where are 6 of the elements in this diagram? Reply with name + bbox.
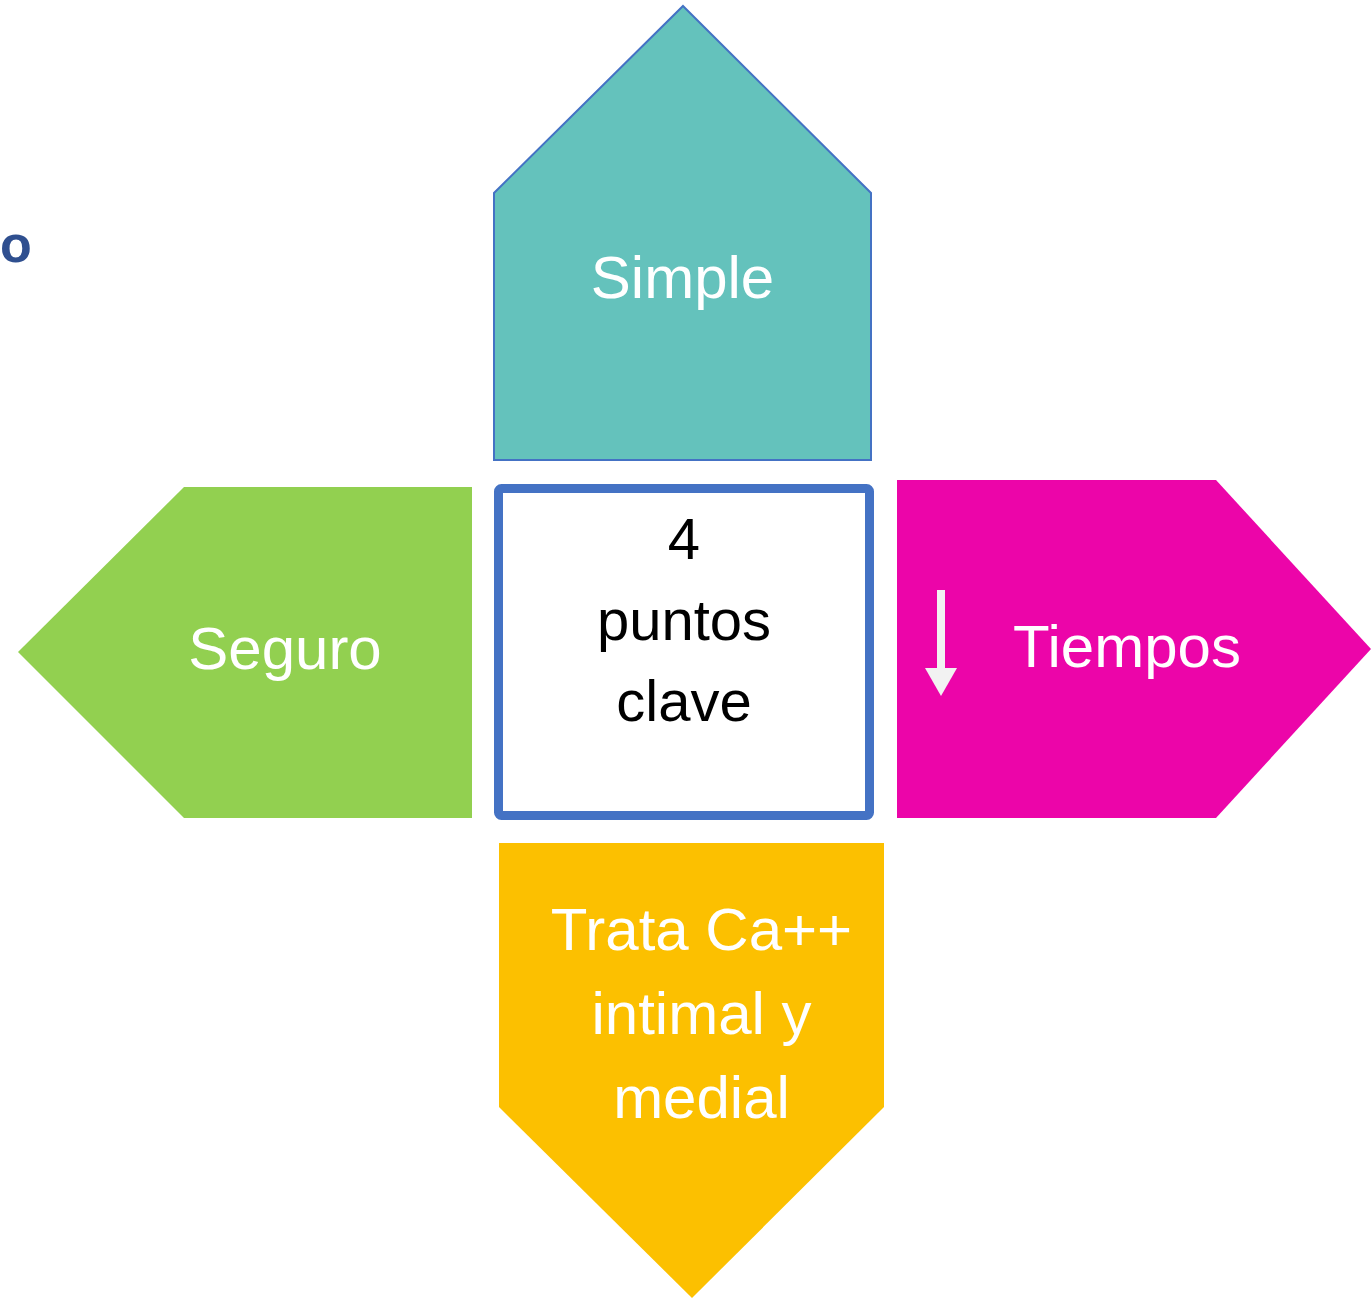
node-label: Trata Ca++ intimal y medial [549,895,854,1133]
node-label: Seguro [188,614,382,684]
node-label: 4 puntos clave [595,505,773,736]
cut-off-text: o [0,218,32,270]
node-label: Tiempos [1013,612,1241,682]
node-label: Simple [590,243,775,313]
